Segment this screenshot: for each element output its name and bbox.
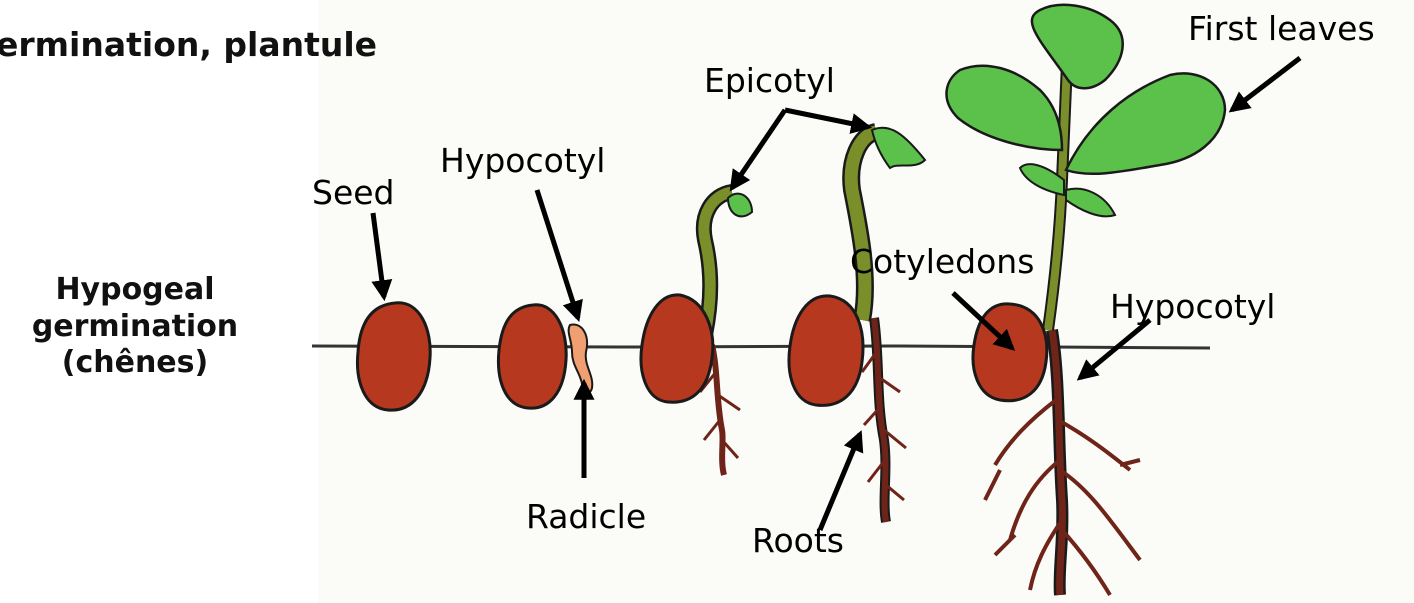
stage-1-seed: [357, 303, 430, 410]
label-first-leaves: First leaves: [1188, 12, 1375, 45]
label-hypocotyl-right: Hypocotyl: [1110, 290, 1275, 323]
germination-type-label: Hypogeal germination (chênes): [0, 272, 270, 382]
germination-type-line-3: (chênes): [0, 345, 270, 382]
germination-type-line-2: germination: [0, 309, 270, 346]
label-cotyledons: Cotyledons: [850, 245, 1034, 278]
label-epicotyl: Epicotyl: [704, 64, 835, 97]
germination-type-line-1: Hypogeal: [0, 272, 270, 309]
soil-line: [312, 346, 1210, 348]
label-seed: Seed: [312, 176, 395, 209]
label-hypocotyl-top: Hypocotyl: [440, 144, 605, 177]
page-title: ermination, plantule: [0, 25, 377, 64]
label-radicle: Radicle: [526, 500, 646, 533]
label-roots: Roots: [752, 524, 844, 557]
